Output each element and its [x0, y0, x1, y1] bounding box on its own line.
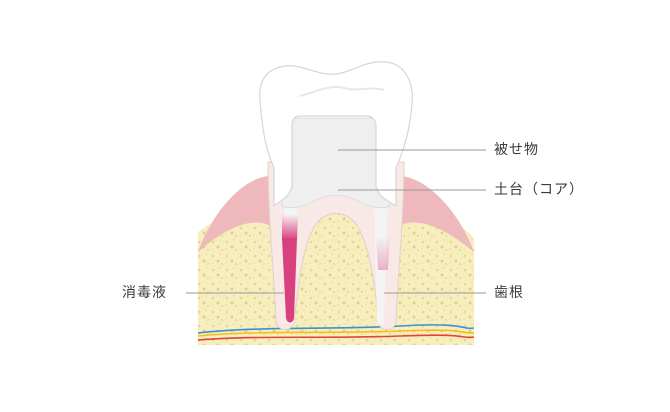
- core: [281, 117, 391, 209]
- crown: [259, 61, 413, 208]
- gum: [198, 176, 278, 252]
- label-root: 歯根: [494, 285, 524, 301]
- label-crown: 被せ物: [494, 142, 539, 158]
- label-core: 土台（コア）: [494, 182, 584, 198]
- disinfectant-fill: [282, 238, 297, 323]
- label-disinfectant: 消毒液: [122, 285, 167, 301]
- jaw-bone: [198, 197, 474, 345]
